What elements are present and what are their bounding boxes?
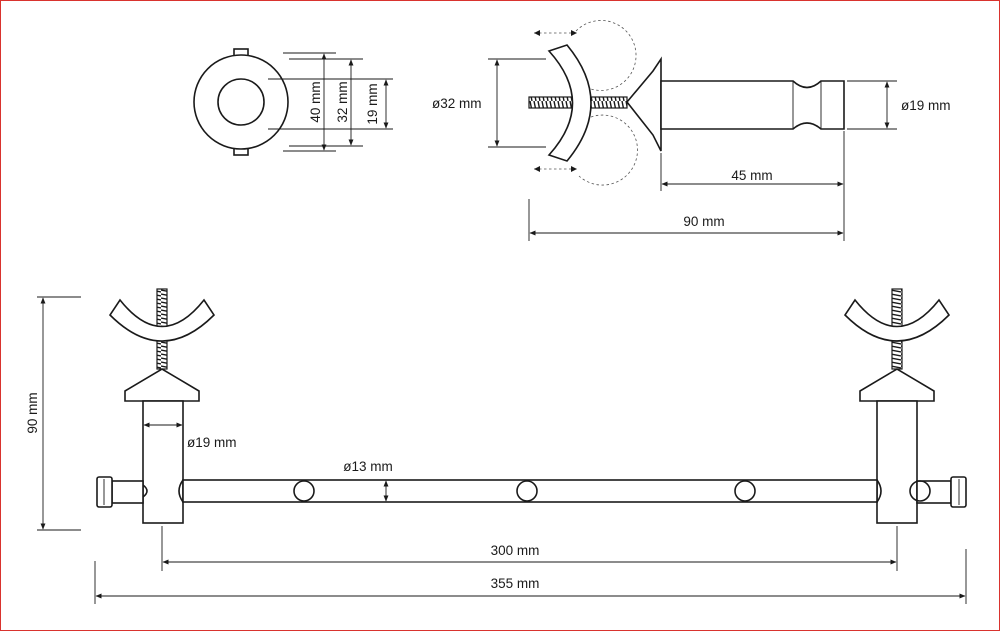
dim-total-length: 355 mm bbox=[491, 576, 540, 591]
flange-dimensions: 40 mm 32 mm 19 mm bbox=[268, 52, 393, 152]
dim-post-small: 19 mm bbox=[365, 83, 380, 124]
flange-end-view bbox=[193, 48, 289, 156]
right-fixing bbox=[843, 288, 967, 524]
dim-bar-diameter: ø13 mm bbox=[343, 459, 393, 474]
front-dimensions: 90 mm ø19 mm ø13 mm 300 mm 355 mm bbox=[25, 296, 967, 604]
dim-flange-outer: 40 mm bbox=[308, 81, 323, 122]
dim-height: 90 mm bbox=[25, 392, 40, 433]
fixing-dimensions: ø32 mm ø19 mm 45 mm 90 mm bbox=[432, 58, 951, 241]
dim-post-diameter-front: ø19 mm bbox=[187, 435, 237, 450]
towel-bar bbox=[142, 479, 931, 503]
fixing-side-view bbox=[528, 20, 845, 186]
dim-total-depth: 90 mm bbox=[683, 214, 724, 229]
dim-clamp-diameter: ø32 mm bbox=[432, 96, 482, 111]
dim-post-diameter-side: ø19 mm bbox=[901, 98, 951, 113]
dim-post-length: 45 mm bbox=[731, 168, 772, 183]
dim-flange-inner: 32 mm bbox=[335, 81, 350, 122]
left-fixing bbox=[96, 288, 216, 524]
dim-bar-length: 300 mm bbox=[491, 543, 540, 558]
